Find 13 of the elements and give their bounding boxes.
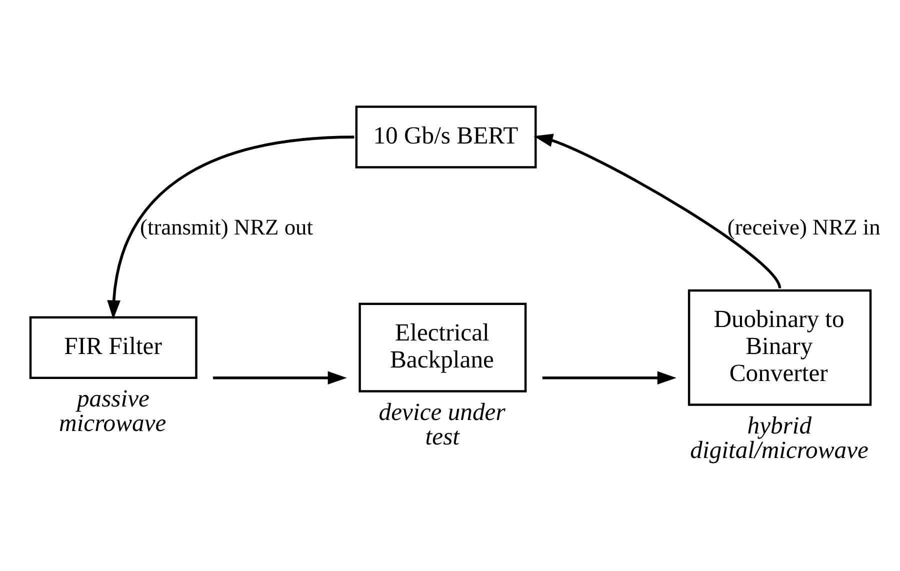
node-box: FIR Filter [28,316,197,378]
node-box: 10 Gb/s BERT [354,105,536,168]
arrow [212,370,346,384]
edge-label: (transmit) NRZ out [140,214,312,239]
arrow [106,135,354,319]
arrow [533,133,781,288]
node-label: device under test [378,398,505,450]
edge-label: (receive) NRZ in [726,214,880,239]
node-label: passive microwave [58,385,166,437]
node-box: Duobinary to Binary Converter [687,288,872,406]
node-box: Electrical Backplane [358,302,526,392]
arrow [542,370,676,384]
node-label: hybrid digital/microwave [690,412,868,464]
